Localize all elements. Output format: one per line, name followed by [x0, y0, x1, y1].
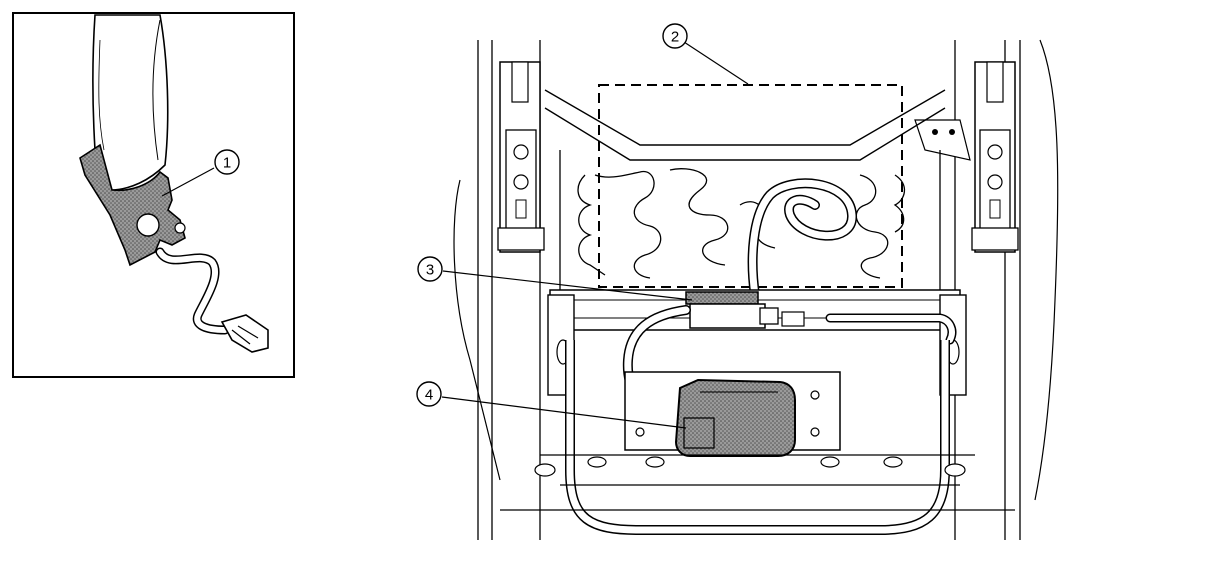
left-seat-rail — [497, 61, 545, 253]
harness-connector — [220, 314, 269, 353]
right-seat-rail — [914, 61, 1019, 253]
seat-springs — [577, 168, 906, 279]
seat-underside-view: 2 3 4 — [416, 23, 1059, 540]
harness-connector-main — [685, 291, 805, 329]
callout-1: 1 — [214, 149, 240, 175]
callout-4-leader — [441, 396, 687, 429]
callout-1-leader — [161, 167, 215, 197]
callout-3-leader — [442, 270, 693, 301]
callout-2: 2 — [662, 23, 688, 49]
callout-2-leader — [683, 41, 749, 85]
belt-strap — [91, 14, 169, 191]
callout-3: 3 — [417, 256, 443, 282]
callout-2-label: 2 — [671, 29, 679, 46]
callout-4: 4 — [416, 381, 442, 407]
callout-3-label: 3 — [426, 262, 434, 279]
occupant-control-unit — [674, 378, 796, 457]
callout-4-label: 4 — [425, 387, 433, 404]
buckle-sensor-part — [79, 143, 186, 267]
callout-1-label: 1 — [223, 155, 231, 172]
inset-panel: 1 — [12, 12, 295, 378]
floor-plate-holes — [534, 456, 966, 477]
